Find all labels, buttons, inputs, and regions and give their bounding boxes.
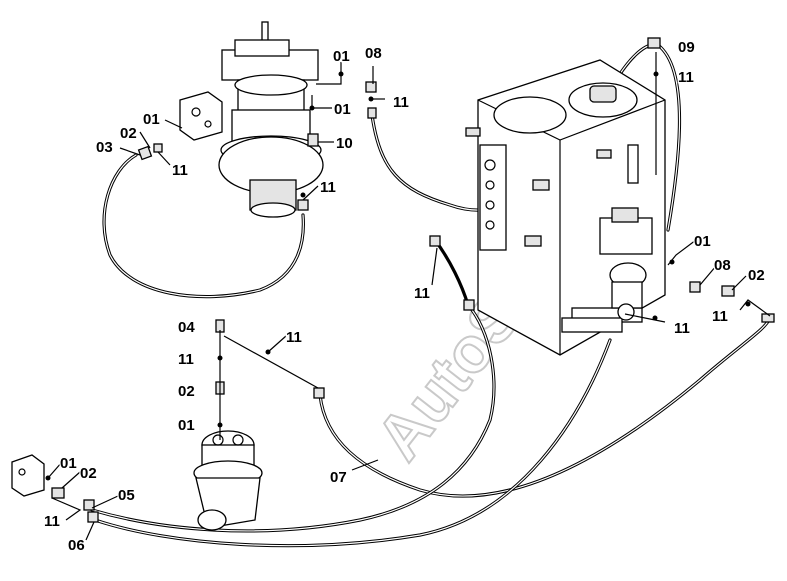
label-11-swivel: 11	[320, 179, 336, 196]
label-11-tank-bottom: 11	[674, 320, 690, 337]
hose-tank-left	[433, 238, 470, 307]
label-09: 09	[678, 39, 695, 56]
valve-block-bottom-left	[11, 454, 45, 497]
hose-right-return	[656, 43, 682, 232]
label-11-left: 11	[172, 162, 188, 179]
fittings	[51, 37, 775, 523]
label-02-stack: 02	[178, 383, 195, 400]
hose-06	[93, 338, 612, 548]
label-04: 04	[178, 319, 195, 336]
label-11-top: 11	[393, 94, 409, 111]
label-01-mid: 01	[334, 101, 351, 118]
hose-05	[90, 303, 496, 533]
label-05: 05	[118, 487, 135, 504]
fitting-stack	[217, 330, 319, 440]
label-06: 06	[68, 537, 85, 554]
label-01-right: 01	[694, 233, 711, 250]
label-01-bottom: 01	[60, 455, 77, 472]
valve-block-top-left	[179, 91, 223, 141]
label-11-center: 11	[286, 329, 302, 346]
swivel-joint-upper	[218, 21, 324, 218]
label-10: 10	[336, 135, 353, 152]
label-07: 07	[330, 469, 347, 486]
label-02-right: 02	[748, 267, 765, 284]
label-08-top: 08	[365, 45, 382, 62]
label-02-left: 02	[120, 125, 137, 142]
label-03: 03	[96, 139, 113, 156]
label-11-right-low: 11	[712, 308, 728, 325]
swivel-motor-lower	[193, 430, 263, 531]
label-01-top: 01	[333, 48, 350, 65]
label-11-stack: 11	[178, 351, 194, 368]
label-01-left: 01	[143, 111, 160, 128]
tank-valve-block	[599, 207, 653, 321]
callout-labels: 01 08 11 01 10 11 01 02 03 11 09 11 01 0…	[43, 38, 766, 556]
hose-07	[318, 316, 772, 498]
leader-lines	[45, 52, 771, 541]
label-01-stack: 01	[178, 417, 195, 434]
label-11-right-top: 11	[678, 69, 694, 86]
label-11-bottom: 11	[44, 513, 60, 530]
label-02-bottom: 02	[80, 465, 97, 482]
label-11-tank-left: 11	[414, 285, 430, 302]
label-08-right: 08	[714, 257, 731, 274]
hose-03	[102, 153, 305, 299]
